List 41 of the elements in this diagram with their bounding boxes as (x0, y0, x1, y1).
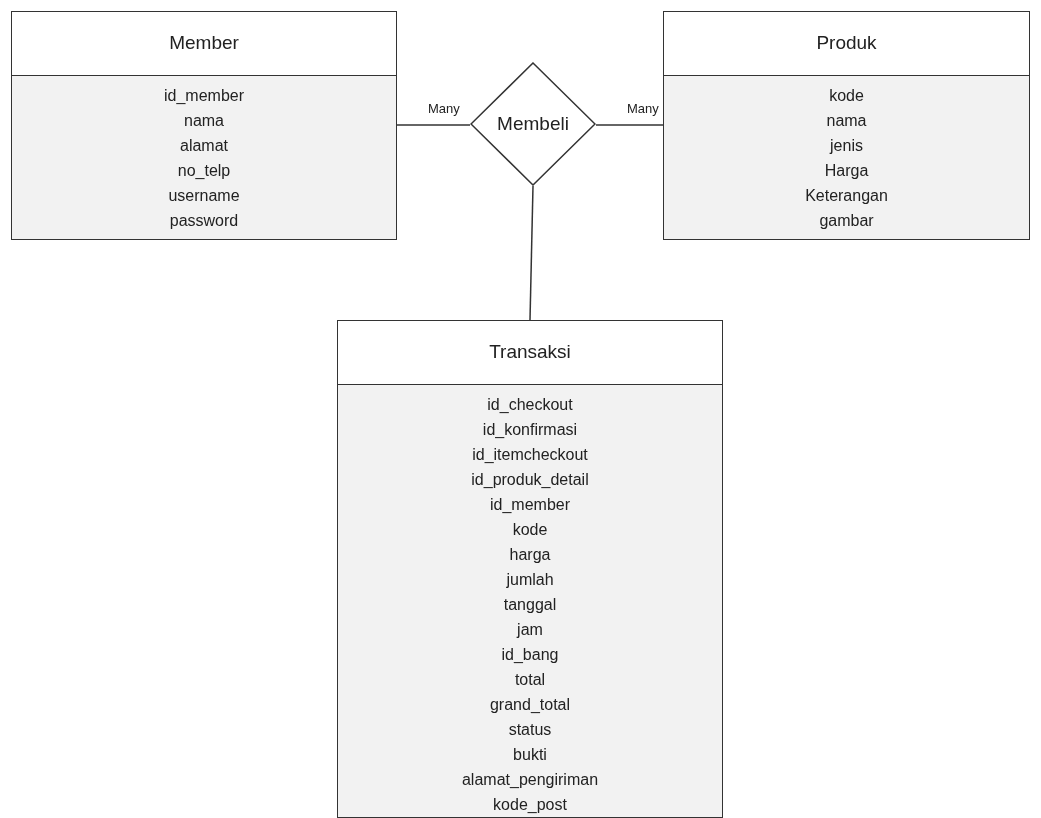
attribute-name: gambar (819, 211, 874, 231)
attribute-name: Keterangan (805, 186, 888, 206)
attribute-name: id_bang (501, 645, 559, 665)
attribute-name: kode (829, 86, 864, 106)
attribute-name: id_itemcheckout (472, 445, 588, 465)
entity-box (663, 11, 1030, 240)
entity-name: Member (169, 31, 239, 56)
attribute-name: harga (509, 545, 551, 565)
edge-label: Many (626, 102, 660, 115)
attribute-name: tanggal (503, 595, 557, 615)
attribute-name: nama (184, 111, 224, 131)
attribute-name: jenis (830, 136, 863, 156)
attribute-name: jumlah (506, 570, 554, 590)
attribute-name: id_konfirmasi (482, 420, 578, 440)
attribute-name: Harga (824, 161, 869, 181)
entity-name: Transaksi (489, 340, 571, 365)
attribute-name: jam (517, 620, 543, 640)
attribute-name: bukti (513, 745, 547, 765)
edge-label: Many (427, 102, 461, 115)
attribute-name: grand_total (489, 695, 571, 715)
attribute-name: id_member (490, 495, 570, 515)
attribute-name: id_produk_detail (471, 470, 589, 490)
attribute-name: status (508, 720, 552, 740)
connector-line (529, 185, 534, 321)
entity-name: Produk (816, 31, 877, 56)
attribute-name: password (169, 211, 239, 231)
entity-box (11, 11, 397, 240)
attribute-name: no_telp (177, 161, 231, 181)
attribute-name: id_member (164, 86, 244, 106)
attribute-name: id_checkout (487, 395, 573, 415)
attribute-name: nama (826, 111, 867, 131)
attribute-name: kode (512, 520, 548, 540)
connector-line (595, 124, 664, 126)
connector-line (396, 124, 471, 126)
attribute-name: total (514, 670, 546, 690)
relationship-name: Membeli (497, 111, 569, 136)
attribute-name: alamat_pengiriman (461, 770, 599, 790)
attribute-name: alamat (180, 136, 228, 156)
attribute-name: kode_post (493, 795, 567, 815)
entity-box (337, 320, 723, 818)
attribute-name: username (168, 186, 240, 206)
